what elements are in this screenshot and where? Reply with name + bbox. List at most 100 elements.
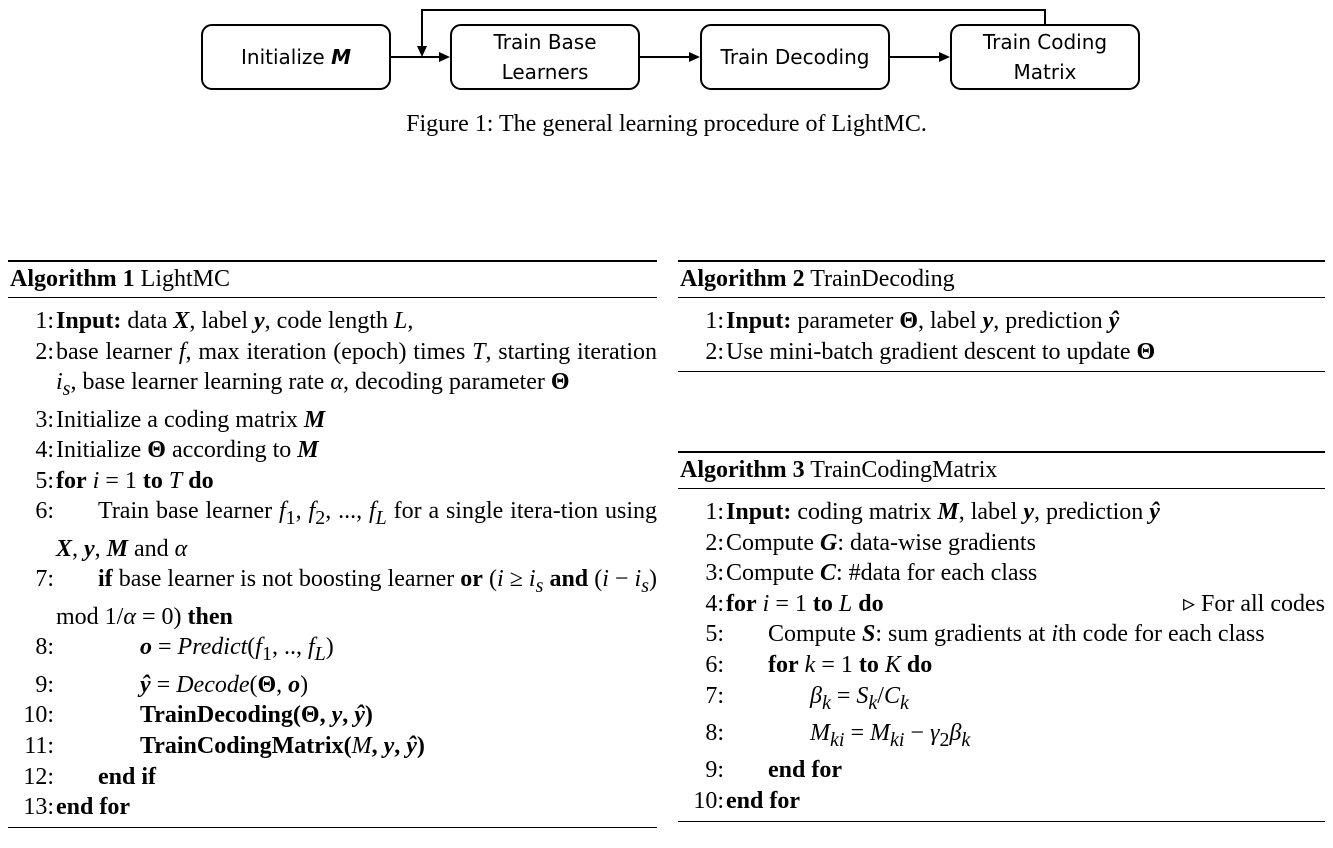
math-var: S	[862, 621, 876, 648]
math-var: y	[331, 702, 343, 729]
algo1-line-8: 8: o = Predict(f1, .., fL)	[8, 632, 657, 669]
text: base learner is not boosting learner	[112, 566, 461, 593]
arrow-train-base-to-decoding	[640, 52, 700, 62]
algo1-line-1: 1: Input: data X, label y, code length L…	[8, 306, 657, 337]
text: : data-wise gradients	[837, 529, 1036, 556]
text: )	[364, 702, 373, 729]
box-text: Initialize	[241, 45, 332, 69]
math-subscript: k	[961, 728, 971, 751]
math-subscript: 1	[285, 507, 296, 530]
text: , starting iteration	[485, 338, 658, 365]
box-text-line1: Train Coding	[982, 30, 1108, 54]
math-var: K	[884, 651, 901, 678]
text: (	[292, 702, 301, 729]
math-var: ŷ	[1108, 308, 1120, 334]
algorithm-1-body: 1: Input: data X, label y, code length L…	[8, 298, 657, 828]
text: : #data for each class	[836, 560, 1038, 587]
text: Use mini-batch gradient descent to updat…	[726, 338, 1137, 365]
algo3-line-2: 2: Compute G: data-wise gradients	[678, 528, 1325, 559]
text: −	[608, 566, 635, 593]
line-number: 9:	[35, 671, 54, 698]
math-var: L	[838, 590, 853, 617]
keyword: Input:	[726, 499, 792, 525]
math-var: i	[56, 369, 63, 396]
keyword: TrainDecoding	[140, 702, 293, 729]
algo2-line-1: 1: Input: parameter Θ, label y, predicti…	[678, 306, 1325, 337]
math-var: y	[254, 308, 265, 334]
math-var: M	[810, 719, 830, 746]
algorithm-1: Algorithm 1 LightMC 1: Input: data X, la…	[8, 260, 657, 828]
train-decoding-box: Train Decoding	[700, 24, 890, 90]
algo3-line-7: 7: βk = Sk/Ck	[678, 681, 1325, 718]
math-var: y	[84, 535, 95, 562]
initialize-m-box: Initialize M	[201, 24, 391, 90]
text: =	[152, 634, 178, 661]
line-number: 8:	[705, 719, 724, 746]
text: ,	[342, 702, 355, 729]
text: th code for each class	[1058, 621, 1265, 648]
math-var: o	[288, 671, 301, 698]
text: (	[247, 634, 256, 661]
line-number: 6:	[705, 651, 724, 678]
algorithm-2: Algorithm 2 TrainDecoding 1: Input: para…	[678, 260, 1325, 372]
algo1-line-9: 9: ŷ = Decode(Θ, o)	[8, 670, 657, 701]
algo1-line-2: 2: base learner f, max iteration (epoch)…	[8, 337, 657, 405]
math-var: f	[368, 498, 376, 525]
math-var: X	[56, 535, 73, 562]
text: Initialize a coding matrix	[56, 406, 304, 433]
math-var: o	[140, 634, 152, 661]
box-text-line2: Matrix	[1013, 60, 1077, 84]
text: = 0)	[135, 603, 188, 630]
keyword: Input:	[726, 308, 792, 334]
text: ,	[319, 702, 332, 729]
text: ,	[407, 308, 414, 334]
figure-caption: Figure 1: The general learning procedure…	[406, 111, 927, 137]
math-var: α	[174, 535, 188, 562]
algorithm-name: TrainDecoding	[810, 266, 955, 292]
math-var: C	[883, 682, 900, 709]
math-func: Decode	[176, 671, 250, 698]
line-number: 10:	[23, 702, 54, 729]
text: =	[844, 719, 870, 746]
math-var: β	[810, 682, 822, 709]
math-var: i	[92, 467, 100, 494]
line-number: 10:	[693, 787, 724, 814]
algo3-line-1: 1: Input: coding matrix M, label y, pred…	[678, 497, 1325, 528]
line-number: 5:	[705, 621, 724, 648]
text: /	[877, 682, 884, 709]
math-var: α	[123, 603, 136, 630]
keyword: end for	[768, 757, 842, 784]
algorithm-label: Algorithm 3	[680, 457, 805, 483]
text: (	[249, 671, 258, 698]
text: , decoding parameter	[342, 369, 551, 396]
math-var: i	[602, 566, 609, 593]
math-var: Θ	[899, 308, 918, 334]
math-var: k	[804, 651, 816, 678]
algo1-line-3: 3: Initialize a coding matrix M	[8, 405, 657, 436]
text: data	[121, 308, 174, 334]
keyword: do	[188, 467, 214, 494]
text: , prediction	[993, 308, 1109, 334]
text: = 1	[99, 467, 143, 494]
text: ) mod 1/	[56, 566, 657, 630]
keyword: TrainCodingMatrix	[140, 732, 344, 759]
text: Compute	[768, 621, 862, 648]
math-var: T	[472, 338, 486, 365]
algorithm-3-header: Algorithm 3 TrainCodingMatrix	[678, 453, 1325, 489]
text: , ..,	[271, 634, 308, 661]
text: =	[830, 682, 857, 709]
arrow-decoding-to-coding	[890, 52, 950, 62]
math-var: M	[869, 719, 890, 746]
math-subscript: ki	[830, 728, 845, 751]
keyword: end for	[56, 794, 130, 821]
text: for a single itera-tion using	[386, 498, 658, 525]
keyword: do	[906, 651, 933, 678]
text: and	[128, 535, 175, 562]
line-number: 2:	[705, 338, 724, 365]
math-var: ŷ	[140, 671, 151, 698]
text: , label	[917, 308, 983, 334]
algo1-line-12: 12: end if	[8, 762, 657, 793]
line-number: 2:	[35, 338, 54, 365]
